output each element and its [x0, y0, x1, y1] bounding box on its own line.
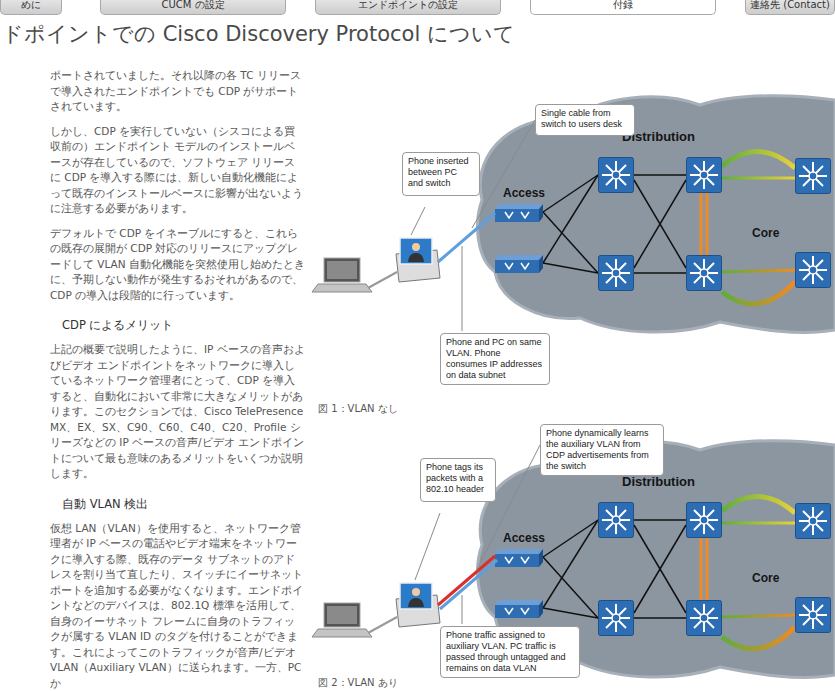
- callout-text: Single cable from switch to users desk: [541, 108, 629, 130]
- tagged-cable: [438, 556, 495, 605]
- callout-text: Phone inserted between PC and switch: [408, 156, 474, 189]
- page-title: ドポイントでの Cisco Discovery Protocol について: [2, 20, 515, 48]
- body-paragraph: 仮想 LAN（VLAN）を使用すると、ネットワーク管理者が IP ベースの電話や…: [50, 521, 305, 691]
- network-layer-label: Access: [503, 186, 545, 200]
- nav-tab: 付録: [530, 0, 716, 15]
- callout-box: Phone traffic assigned to auxiliary VLAN…: [440, 626, 580, 678]
- callout-text: Phone and PC on same VLAN. Phone consume…: [446, 337, 544, 381]
- network-layer-label: Core: [752, 226, 779, 240]
- callout-box: Phone and PC on same VLAN. Phone consume…: [440, 333, 550, 385]
- body-paragraph: ポートされていました。それ以降の各 TC リリースで導入されたエンドポイントでも…: [50, 68, 305, 115]
- untagged-cable: [440, 560, 497, 609]
- network-figure-2: [312, 441, 835, 678]
- callout-box: Single cable from switch to users desk: [535, 104, 635, 136]
- callout-text: Phone tags its packets with a 802.10 hea…: [426, 462, 490, 495]
- body-paragraph: しかし、CDP を実行していない（シスコによる買収前の）エンドポイント モデルの…: [50, 124, 305, 217]
- nav-tab: 連絡先 (Contact): [745, 0, 835, 15]
- network-figure-1: [312, 96, 835, 333]
- network-layer-label: Core: [752, 571, 779, 585]
- section-heading: 自動 VLAN 検出: [62, 496, 305, 512]
- callout-text: Phone traffic assigned to auxiliary VLAN…: [446, 630, 574, 674]
- network-layer-label: Distribution: [622, 474, 695, 489]
- callout-box: Phone inserted between PC and switch: [402, 152, 480, 196]
- callout-box: Phone dynamically learns the auxiliary V…: [540, 424, 664, 476]
- section-heading: CDP によるメリット: [62, 317, 305, 333]
- nav-tab: めに: [0, 0, 62, 15]
- figure-caption: 図 2：VLAN あり: [318, 676, 398, 689]
- nav-tab: エンドポイントの設定: [315, 0, 501, 15]
- callout-box: Phone tags its packets with a 802.10 hea…: [420, 458, 496, 502]
- callout-text: Phone dynamically learns the auxiliary V…: [546, 428, 658, 472]
- nav-tab: CUCM の設定: [100, 0, 286, 15]
- body-paragraph: デフォルトで CDP をイネーブルにすると、これらの既存の展開が CDP 対応の…: [50, 226, 305, 304]
- figure-caption: 図 1：VLAN なし: [318, 402, 398, 415]
- cable: [438, 213, 495, 262]
- network-layer-label: Access: [503, 531, 545, 545]
- body-paragraph: 上記の概要で説明したように、IP ベースの音声およびビデオ エンドポイントをネッ…: [50, 342, 305, 482]
- text-column: ポートされていました。それ以降の各 TC リリースで導入されたエンドポイントでも…: [50, 68, 305, 691]
